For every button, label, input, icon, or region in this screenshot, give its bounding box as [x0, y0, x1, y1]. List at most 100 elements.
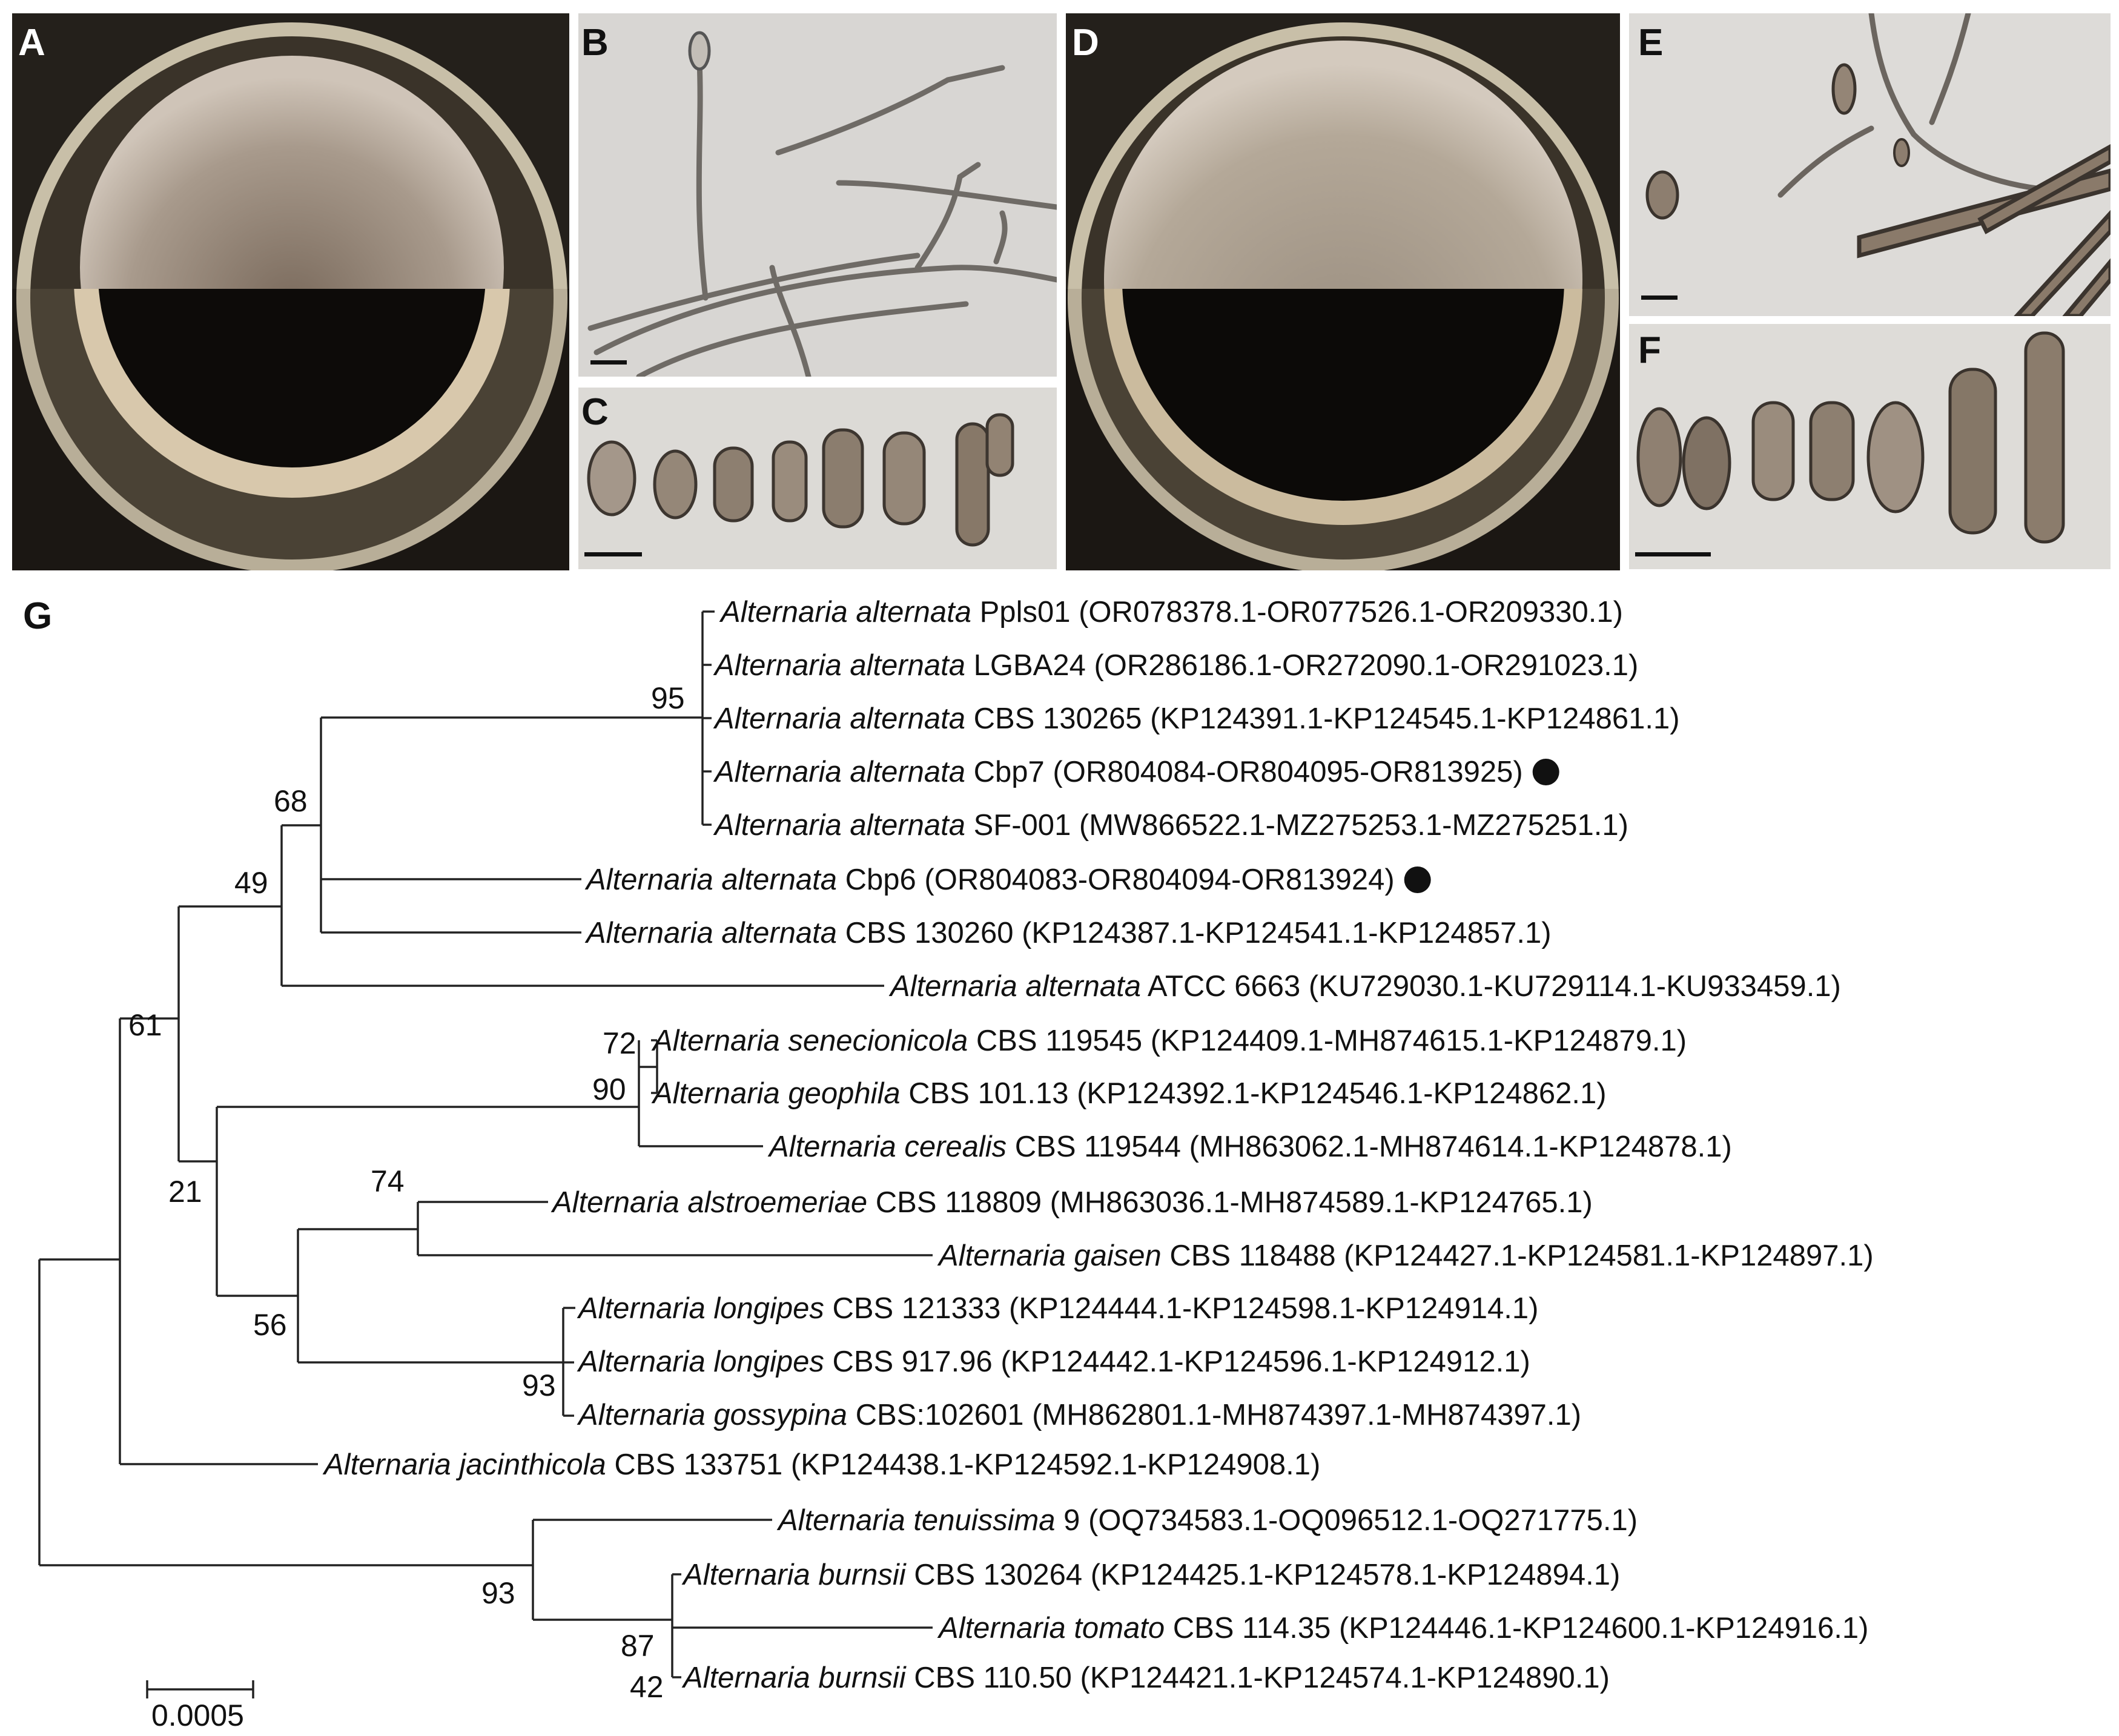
tree-leaf: Alternaria alternata Ppls01 (OR078378.1-…	[719, 596, 1623, 629]
support-value: 61	[128, 1008, 162, 1042]
leaf-strain-accessions: CBS 118488 (KP124427.1-KP124581.1-KP1248…	[1162, 1239, 1874, 1272]
tree-leaf: Alternaria tomato CBS 114.35 (KP124446.1…	[937, 1612, 1868, 1645]
support-value: 49	[234, 866, 268, 900]
leaf-species-name: Alternaria longipes	[577, 1292, 824, 1325]
panel-label-f: F	[1638, 329, 1661, 371]
panel-c-conidia-strip	[578, 388, 1057, 569]
tree-leaf: Alternaria gossypina CBS:102601 (MH86280…	[577, 1399, 1581, 1431]
support-value: 74	[371, 1164, 405, 1198]
support-value: 93	[522, 1368, 556, 1402]
panel-f-conidia-strip	[1629, 324, 2111, 569]
panel-label-d: D	[1072, 22, 1099, 64]
tree-scale-bar: 0.0005	[146, 1680, 254, 1732]
scale-bar-b	[590, 360, 627, 365]
tree-leaf: Alternaria alternata CBS 130260 (KP12438…	[584, 917, 1552, 949]
support-value: 93	[481, 1576, 515, 1610]
leaf-strain-accessions: CBS 119545 (KP124409.1-MH874615.1-KP1248…	[968, 1025, 1687, 1057]
tree-leaf: Alternaria senecionicola CBS 119545 (KP1…	[651, 1025, 1687, 1057]
tree-leaf: Alternaria tenuissima 9 (OQ734583.1-OQ09…	[776, 1504, 1638, 1537]
hyphae-drawing-e	[1645, 13, 2111, 316]
tree-leaf: Alternaria alternata LGBA24 (OR286186.1-…	[713, 649, 1638, 682]
tree-leaf: Alternaria alternata SF-001 (MW866522.1-…	[713, 809, 1628, 842]
leaf-strain-accessions: 9 (OQ734583.1-OQ096512.1-OQ271775.1)	[1056, 1504, 1638, 1537]
tree-leaf: Alternaria longipes CBS 917.96 (KP124442…	[577, 1345, 1530, 1378]
leaf-species-name: Alternaria tenuissima	[776, 1504, 1056, 1537]
tree-leaf: Alternaria jacinthicola CBS 133751 (KP12…	[322, 1448, 1320, 1481]
leaf-strain-accessions: CBS 917.96 (KP124442.1-KP124596.1-KP1249…	[824, 1345, 1530, 1378]
tree-leaf: Alternaria cerealis CBS 119544 (MH863062…	[767, 1130, 1732, 1163]
leaf-strain-accessions: CBS:102601 (MH862801.1-MH874397.1-MH8743…	[847, 1399, 1581, 1431]
panel-b-hyphae-micrograph	[578, 13, 1057, 377]
leaf-strain-accessions: SF-001 (MW866522.1-MZ275253.1-MZ275251.1…	[965, 809, 1628, 842]
tree-leaf: Alternaria longipes CBS 121333 (KP124444…	[577, 1292, 1538, 1325]
leaf-species-name: Alternaria senecionicola	[651, 1025, 968, 1057]
leaf-strain-accessions: CBS 101.13 (KP124392.1-KP124546.1-KP1248…	[901, 1077, 1607, 1110]
leaf-strain-accessions: CBS 110.50 (KP124421.1-KP124574.1-KP1248…	[906, 1662, 1610, 1694]
leaf-species-name: Alternaria alternata	[713, 649, 965, 682]
leaf-strain-accessions: CBS 114.35 (KP124446.1-KP124600.1-KP1249…	[1165, 1612, 1868, 1645]
petri-dish-d	[1066, 13, 1620, 570]
leaf-strain-accessions: Cbp6 (OR804083-OR804094-OR813924)	[837, 863, 1395, 896]
panel-label-a: A	[18, 22, 45, 64]
leaf-species-name: Alternaria alternata	[713, 702, 965, 735]
scale-bar-c	[584, 552, 642, 556]
panel-label-e: E	[1638, 22, 1664, 64]
leaf-strain-accessions: CBS 119544 (MH863062.1-MH874614.1-KP1248…	[1007, 1130, 1732, 1163]
panel-e-hyphae-micrograph	[1629, 13, 2111, 316]
leaf-species-name: Alternaria burnsii	[681, 1559, 907, 1591]
panel-label-g: G	[23, 595, 52, 637]
support-value: 87	[621, 1629, 655, 1663]
petri-dish-a	[12, 13, 569, 570]
support-value: 72	[603, 1026, 636, 1060]
scale-bar-f	[1635, 552, 1711, 556]
tree-leaf: Alternaria burnsii CBS 130264 (KP124425.…	[681, 1559, 1620, 1591]
tree-leaf: Alternaria alternata Cbp7 (OR804084-OR80…	[713, 756, 1523, 788]
study-isolate-marker	[1532, 759, 1559, 785]
scale-bar-e	[1641, 295, 1678, 300]
leaf-species-name: Alternaria alternata	[584, 917, 837, 949]
leaf-strain-accessions: Ppls01 (OR078378.1-OR077526.1-OR209330.1…	[971, 596, 1623, 629]
leaf-species-name: Alternaria gossypina	[577, 1399, 847, 1431]
leaf-species-name: Alternaria alternata	[713, 809, 965, 842]
tree-branches	[38, 610, 933, 1678]
panel-d-culture-plate	[1066, 13, 1620, 570]
leaf-strain-accessions: CBS 118809 (MH863036.1-MH874589.1-KP1247…	[867, 1186, 1593, 1219]
support-value: 68	[274, 784, 308, 818]
leaf-species-name: Alternaria longipes	[577, 1345, 824, 1378]
leaf-strain-accessions: CBS 130264 (KP124425.1-KP124578.1-KP1248…	[906, 1559, 1621, 1591]
leaf-strain-accessions: CBS 121333 (KP124444.1-KP124598.1-KP1249…	[824, 1292, 1539, 1325]
conidia-drawing-c	[587, 413, 1014, 547]
support-value: 95	[651, 681, 685, 715]
leaf-species-name: Alternaria jacinthicola	[322, 1448, 606, 1481]
panel-label-b: B	[581, 22, 609, 64]
tree-leaf: Alternaria alstroemeriae CBS 118809 (MH8…	[550, 1186, 1593, 1219]
scale-bar-label: 0.0005	[151, 1698, 244, 1732]
tree-leaf: Alternaria alternata Cbp6 (OR804083-OR80…	[584, 863, 1395, 896]
leaf-strain-accessions: Cbp7 (OR804084-OR804095-OR813925)	[965, 756, 1523, 788]
leaf-strain-accessions: LGBA24 (OR286186.1-OR272090.1-OR291023.1…	[965, 649, 1638, 682]
leaf-strain-accessions: CBS 130260 (KP124387.1-KP124541.1-KP1248…	[837, 917, 1552, 949]
support-value: 21	[168, 1175, 202, 1209]
leaf-species-name: Alternaria alternata	[719, 596, 971, 629]
hyphae-drawing-b	[587, 31, 1057, 377]
leaf-species-name: Alternaria cerealis	[767, 1130, 1007, 1163]
leaf-species-name: Alternaria alstroemeriae	[550, 1186, 867, 1219]
support-value: 90	[592, 1072, 626, 1106]
conidia-drawing-f	[1636, 331, 2065, 544]
leaf-species-name: Alternaria tomato	[937, 1612, 1165, 1645]
tree-leaf: Alternaria geophila CBS 101.13 (KP124392…	[651, 1077, 1607, 1110]
leaf-species-name: Alternaria geophila	[651, 1077, 901, 1110]
tree-leaf: Alternaria gaisen CBS 118488 (KP124427.1…	[937, 1239, 1874, 1272]
leaf-strain-accessions: CBS 133751 (KP124438.1-KP124592.1-KP1249…	[606, 1448, 1321, 1481]
phylogenetic-tree: G	[23, 595, 1874, 1732]
support-value: 56	[253, 1308, 287, 1342]
bootstrap-values: 95 68 49 61 72 90 21 74 56 93 93 87 42	[128, 681, 685, 1704]
tree-leaf-labels: Alternaria alternata Ppls01 (OR078378.1-…	[322, 596, 1874, 1694]
study-isolate-marker	[1404, 866, 1431, 893]
leaf-species-name: Alternaria gaisen	[937, 1239, 1162, 1272]
tree-leaf: Alternaria burnsii CBS 110.50 (KP124421.…	[681, 1662, 1610, 1694]
panel-label-c: C	[581, 391, 609, 433]
leaf-species-name: Alternaria burnsii	[681, 1662, 907, 1694]
leaf-species-name: Alternaria alternata	[888, 970, 1141, 1003]
tree-leaf: Alternaria alternata CBS 130265 (KP12439…	[713, 702, 1680, 735]
